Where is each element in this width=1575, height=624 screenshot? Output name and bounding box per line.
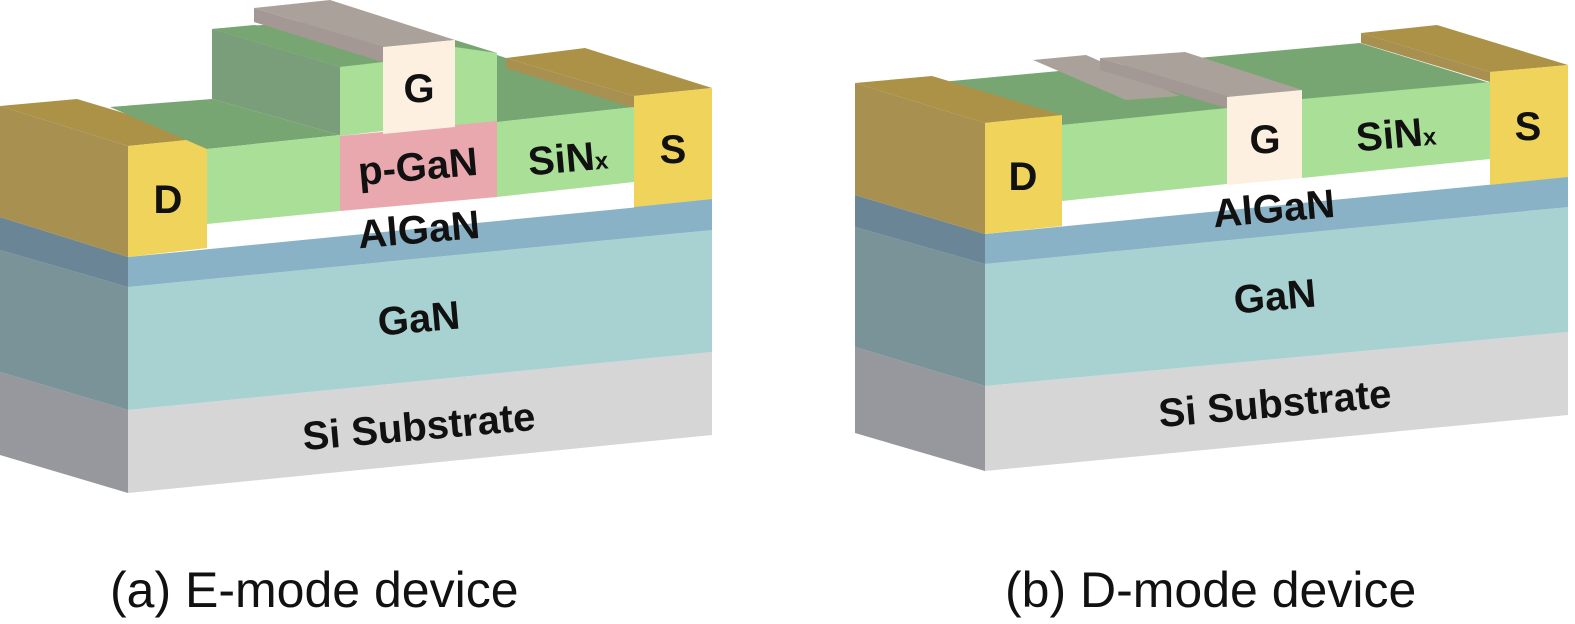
source-front[interactable] bbox=[1490, 65, 1568, 185]
label-source: S bbox=[1515, 105, 1542, 149]
gate-top bbox=[1033, 55, 1180, 100]
p-gan-front bbox=[340, 121, 497, 211]
source-algan-under bbox=[1490, 177, 1568, 214]
gate-top bbox=[254, 0, 455, 47]
source-algan-under bbox=[634, 199, 712, 237]
label-sinx: SiNx bbox=[1354, 109, 1438, 160]
sinx-front-right bbox=[497, 107, 634, 197]
label-sinx-group: SiNx bbox=[1354, 109, 1438, 161]
source-top bbox=[1361, 25, 1568, 72]
panel-d-mode bbox=[855, 25, 1568, 471]
label-source: S bbox=[660, 128, 687, 172]
source-top-shade bbox=[1361, 33, 1490, 82]
sinx-front-gate-left bbox=[340, 62, 383, 136]
algan-side bbox=[0, 217, 128, 287]
source-top bbox=[506, 48, 712, 96]
substrate-front bbox=[128, 352, 712, 493]
drain-front[interactable] bbox=[128, 138, 207, 257]
algan-front bbox=[985, 177, 1568, 264]
gan-side bbox=[855, 227, 985, 386]
label-sinx-subscript: x bbox=[1422, 123, 1438, 151]
sinx-raised-side bbox=[212, 29, 340, 135]
source-front[interactable] bbox=[634, 88, 712, 207]
panel-e-mode bbox=[0, 0, 712, 493]
gate-front[interactable] bbox=[1227, 90, 1302, 185]
source-top-shade bbox=[506, 58, 634, 108]
label-gate: G bbox=[403, 67, 434, 111]
label-algan: AlGaN bbox=[1211, 182, 1337, 236]
substrate-side bbox=[0, 372, 128, 493]
label-sinx-group: SiNx bbox=[526, 133, 610, 185]
drain-front[interactable] bbox=[985, 115, 1062, 234]
label-sinx-subscript: x bbox=[594, 147, 610, 175]
caption-d-mode: (b) D-mode device bbox=[1005, 562, 1416, 618]
sinx-top-left bbox=[110, 99, 340, 149]
sinx-top-right-2 bbox=[497, 70, 634, 122]
label-algan: AlGaN bbox=[356, 203, 482, 257]
algan-front bbox=[128, 200, 712, 287]
gate-front[interactable] bbox=[383, 40, 455, 134]
gate-top-main bbox=[1100, 52, 1302, 97]
drain-side bbox=[855, 83, 985, 234]
drain-side bbox=[0, 106, 128, 257]
caption-e-mode: (a) E-mode device bbox=[110, 562, 519, 618]
gate-top-shade bbox=[1100, 58, 1230, 109]
algan-side bbox=[855, 195, 985, 264]
sinx-front-left bbox=[207, 135, 340, 224]
gan-side bbox=[0, 250, 128, 410]
label-drain: D bbox=[1009, 155, 1038, 199]
gan-front bbox=[128, 230, 712, 410]
drain-top bbox=[855, 76, 1062, 123]
substrate-front bbox=[985, 332, 1568, 471]
sinx-front-left bbox=[1062, 108, 1227, 201]
sinx-front-right bbox=[1302, 82, 1490, 178]
label-gate: G bbox=[1249, 118, 1280, 162]
label-gan: GaN bbox=[376, 294, 462, 345]
substrate-side bbox=[855, 347, 985, 471]
label-sinx: SiNx bbox=[526, 133, 610, 184]
label-gan: GaN bbox=[1232, 272, 1318, 323]
gan-front bbox=[985, 207, 1568, 386]
label-p-gan: p-GaN bbox=[356, 140, 479, 194]
label-drain: D bbox=[154, 178, 183, 222]
gate-top-shade bbox=[254, 8, 383, 62]
drain-top bbox=[0, 99, 207, 146]
sinx-front-gate-right bbox=[455, 47, 497, 127]
